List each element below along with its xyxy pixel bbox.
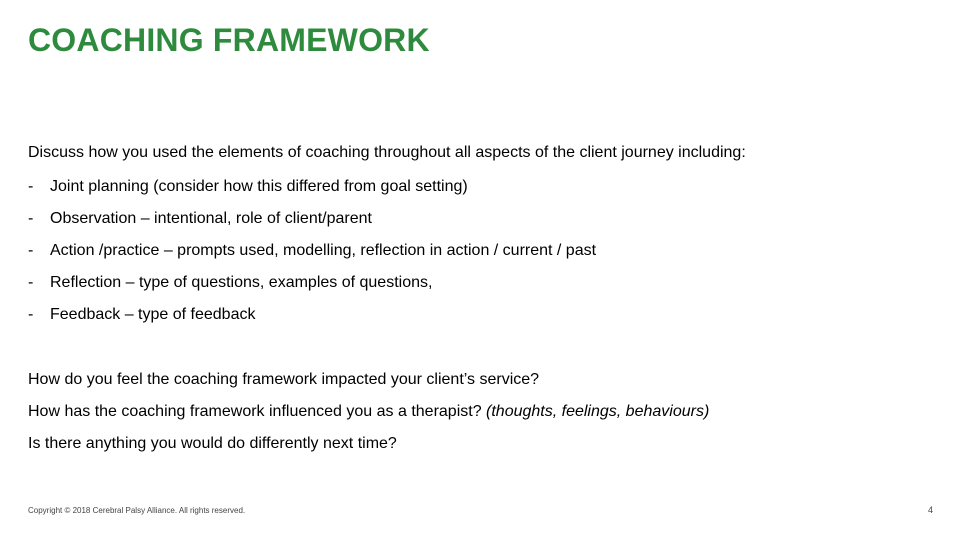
questions-block: How do you feel the coaching framework i… — [28, 369, 908, 465]
copyright-footer: Copyright © 2018 Cerebral Palsy Alliance… — [28, 506, 246, 515]
bullet-dash: - — [28, 274, 34, 291]
bullet-text: Action /practice – prompts used, modelli… — [50, 242, 597, 259]
bullet-dash: - — [28, 210, 34, 227]
intro-text: Discuss how you used the elements of coa… — [28, 144, 746, 161]
question-influence: How has the coaching framework influence… — [28, 401, 908, 433]
list-item: - Feedback – type of feedback — [28, 304, 908, 336]
question-influence-italic: (thoughts, feelings, behaviours) — [486, 403, 710, 420]
slide-content: Discuss how you used the elements of coa… — [28, 142, 908, 465]
list-item: - Action /practice – prompts used, model… — [28, 240, 908, 272]
bullet-list: - Joint planning (consider how this diff… — [28, 176, 908, 336]
bullet-text: Feedback – type of feedback — [50, 306, 256, 323]
question-influence-text: How has the coaching framework influence… — [28, 403, 487, 420]
question-impact: How do you feel the coaching framework i… — [28, 371, 540, 388]
bullet-text: Reflection – type of questions, examples… — [50, 274, 433, 291]
question-differently: Is there anything you would do different… — [28, 435, 397, 452]
bullet-dash: - — [28, 306, 34, 323]
list-item: - Observation – intentional, role of cli… — [28, 208, 908, 240]
list-item: - Joint planning (consider how this diff… — [28, 176, 908, 208]
slide-title: COACHING FRAMEWORK — [28, 22, 430, 58]
bullet-text: Observation – intentional, role of clien… — [50, 210, 372, 227]
bullet-text: Joint planning (consider how this differ… — [50, 178, 468, 195]
bullet-dash: - — [28, 178, 34, 195]
page-number: 4 — [927, 505, 933, 515]
list-item: - Reflection – type of questions, exampl… — [28, 272, 908, 304]
bullet-dash: - — [28, 242, 34, 259]
